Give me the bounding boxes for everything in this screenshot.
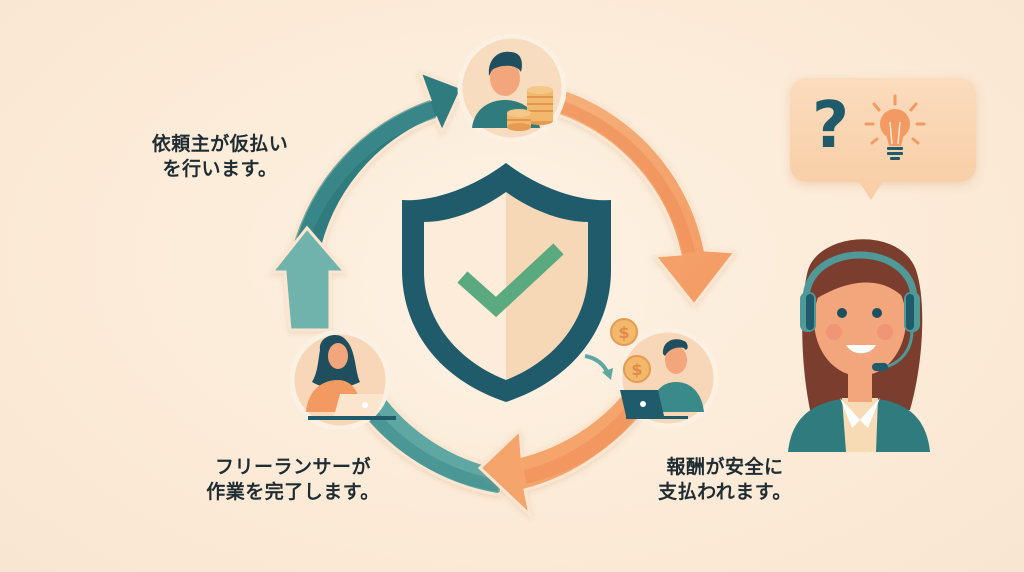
caption-complete-line1: フリーランサーが [214, 456, 371, 478]
svg-text:$: $ [618, 323, 629, 342]
caption-complete: フリーランサーが 作業を完了します。 [188, 455, 398, 505]
arrow-orange-right [556, 85, 738, 308]
client-avatar-circle [457, 33, 567, 143]
speech-bubble-tail [857, 178, 885, 200]
caption-deposit-line1: 依頼主が仮払い [151, 133, 289, 155]
question-mark-icon: ? [812, 89, 850, 163]
caption-deposit: 依頼主が仮払い を行います。 [140, 132, 300, 182]
svg-text:$: $ [631, 360, 642, 379]
dollar-coin-icon: $ $ [610, 318, 651, 383]
arrow-orange-bottom [477, 388, 651, 520]
caption-complete-line2: 作業を完了します。 [206, 481, 380, 503]
arrow-teal-left [268, 225, 349, 332]
caption-paid-line2: 支払われます。 [658, 481, 792, 503]
freelancer-woman-circle [289, 329, 396, 431]
caption-paid: 報酬が安全に 支払われます。 [650, 455, 800, 505]
caption-deposit-line2: を行います。 [162, 158, 278, 180]
shield-check-icon [402, 163, 611, 402]
freelancer-man-circle [617, 327, 719, 429]
support-agent-icon [788, 239, 930, 452]
caption-paid-line1: 報酬が安全に [666, 456, 784, 478]
coin-stack-icon [507, 86, 553, 131]
